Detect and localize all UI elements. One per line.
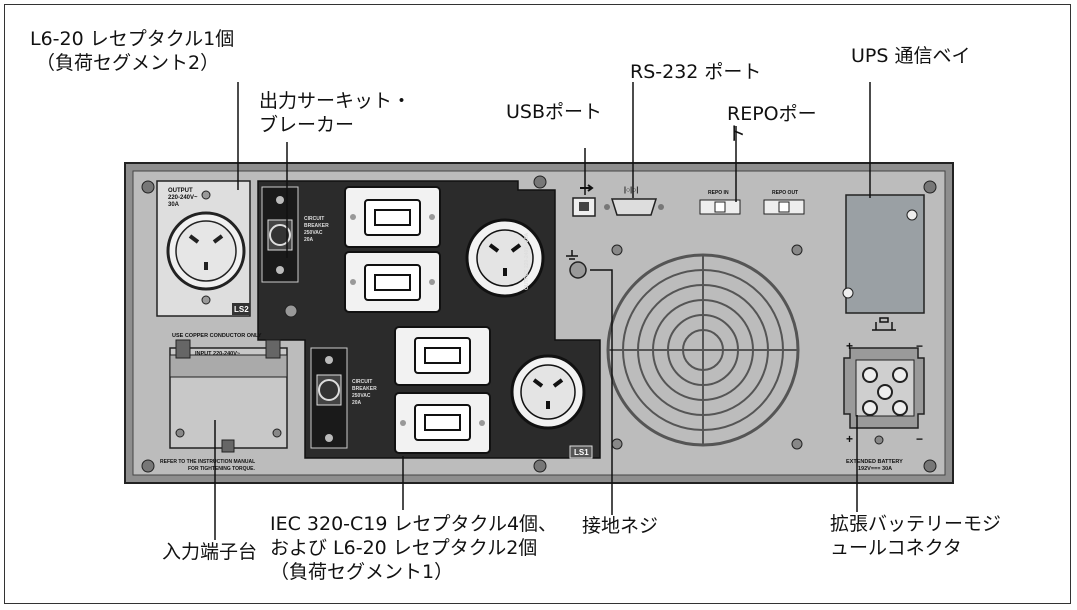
ground-screw	[569, 261, 587, 279]
callout-repo: REPOポー ト	[727, 103, 817, 145]
svg-text:REPO IN: REPO IN	[708, 190, 729, 196]
svg-text:REPO OUT: REPO OUT	[772, 190, 798, 196]
svg-text:CIRCUIT: CIRCUIT	[304, 216, 324, 222]
svg-text:20A: 20A	[304, 237, 314, 243]
iec-outlet-2	[344, 251, 441, 313]
svg-text:30A: 30A	[168, 202, 180, 208]
iec-outlet-4	[394, 392, 491, 454]
svg-text:20A: 20A	[352, 400, 362, 406]
figure-frame	[4, 4, 1071, 604]
svg-text:250VAC: 250VAC	[352, 393, 371, 399]
ls2-badge: LS2	[234, 305, 249, 314]
svg-text:USE COPPER CONDUCTOR ONLY: USE COPPER CONDUCTOR ONLY	[172, 333, 262, 339]
svg-text:OUTPUT 220-240V~ 20A: OUTPUT 220-240V~ 20A	[524, 233, 530, 290]
svg-text:BREAKER: BREAKER	[304, 223, 329, 229]
svg-text:220-240V~: 220-240V~	[168, 195, 198, 201]
iec-outlet-1	[344, 186, 441, 248]
callout-input-terminal: 入力端子台	[162, 541, 258, 563]
callout-iec: IEC 320-C19 レセプタクル4個、 および L6-20 レセプタクル2個…	[270, 513, 558, 583]
leader-ground	[590, 269, 613, 515]
svg-text:FOR TIGHTENING TORQUE.: FOR TIGHTENING TORQUE.	[188, 466, 255, 472]
iec-outlet-3	[394, 326, 491, 386]
callout-ext-battery: 拡張バッテリーモジ ュールコネクタ	[830, 513, 1002, 559]
callout-breaker: 出力サーキット・ ブレーカー	[259, 90, 412, 136]
svg-text:CIRCUIT: CIRCUIT	[352, 379, 372, 385]
svg-text:INPUT 220-240V~: INPUT 220-240V~	[195, 351, 240, 357]
svg-text:BREAKER: BREAKER	[352, 386, 377, 392]
callout-rs232: RS-232 ポート	[630, 61, 762, 83]
ls1-badge: LS1	[574, 448, 589, 457]
svg-text:−: −	[916, 339, 923, 353]
fan-grille	[606, 253, 800, 447]
callout-ups-bay: UPS 通信ベイ	[851, 45, 971, 67]
svg-text:REFER TO THE INSTRUCTION MANUA: REFER TO THE INSTRUCTION MANUAL	[160, 459, 255, 465]
svg-text:−: −	[916, 432, 923, 446]
svg-text:OUTPUT: OUTPUT	[168, 188, 193, 194]
svg-text:+: +	[846, 339, 853, 353]
callout-usb: USBポート	[506, 101, 603, 123]
svg-text:|○|○|: |○|○|	[624, 187, 638, 194]
callout-l620-ls2: L6-20 レセプタクル1個 （負荷セグメント2）	[30, 28, 235, 74]
svg-text:+: +	[846, 432, 853, 446]
callout-ground: 接地ネジ	[582, 515, 659, 537]
svg-text:250VAC: 250VAC	[304, 230, 323, 236]
rs232-port	[610, 198, 658, 216]
svg-text:192V=== 30A: 192V=== 30A	[858, 466, 892, 472]
svg-text:EXTENDED BATTERY: EXTENDED BATTERY	[846, 459, 903, 465]
